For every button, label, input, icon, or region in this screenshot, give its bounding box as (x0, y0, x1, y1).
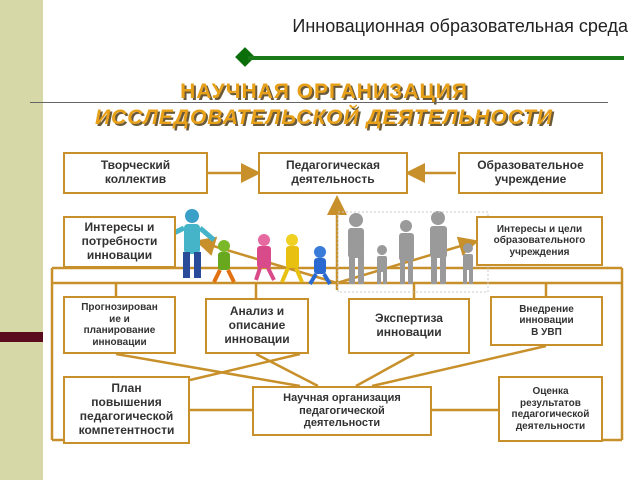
box-competence-plan: План повышения педагогической компетентн… (63, 376, 190, 444)
box-analysis: Анализ и описание инновации (205, 298, 309, 354)
box-forecasting: Прогнозирован ие и планирование инноваци… (63, 296, 176, 354)
child-figure-green (212, 240, 236, 283)
box-interests-needs: Интересы и потребности инновации (63, 216, 176, 268)
child-figure-blue (308, 246, 332, 286)
box-results-evaluation: Оценка результатов педагогической деятел… (498, 376, 603, 442)
fan-expertise (355, 352, 415, 388)
box-scientific-organization: Научная организация педагогической деяте… (252, 386, 432, 436)
header-green-line (248, 56, 624, 60)
box-interests-goals: Интересы и цели образовательного учрежде… (476, 216, 603, 266)
title-divider (30, 102, 608, 103)
main-title-line1: НАУЧНАЯ ОРГАНИЗАЦИЯ (180, 80, 468, 103)
child-figure-pink (254, 234, 276, 281)
box-creative-team: Творческий коллектив (63, 152, 208, 194)
fan-forecast (115, 352, 301, 388)
fan-plan-up (189, 352, 301, 382)
fan-implementation (371, 344, 547, 388)
main-title-line2: ИССЛЕДОВАТЕЛЬСКОЙ ДЕЯТЕЛЬНОСТИ (94, 106, 554, 129)
box-implementation: Внедрение инновации В УВП (490, 296, 603, 346)
left-decor-stripe (0, 332, 43, 342)
box-pedagogical-activity: Педагогическая деятельность (258, 152, 408, 194)
box-educational-institution: Образовательное учреждение (458, 152, 603, 194)
child-figure-yellow (280, 234, 304, 283)
left-decor-band (0, 0, 43, 480)
gray-family-group (348, 211, 473, 284)
fan-analysis (255, 352, 319, 388)
header-title: Инновационная образовательная среда (292, 16, 628, 36)
adult-figure-teal (166, 209, 216, 278)
box-expertise: Экспертиза инновации (348, 298, 470, 354)
people-illustration (166, 209, 489, 293)
